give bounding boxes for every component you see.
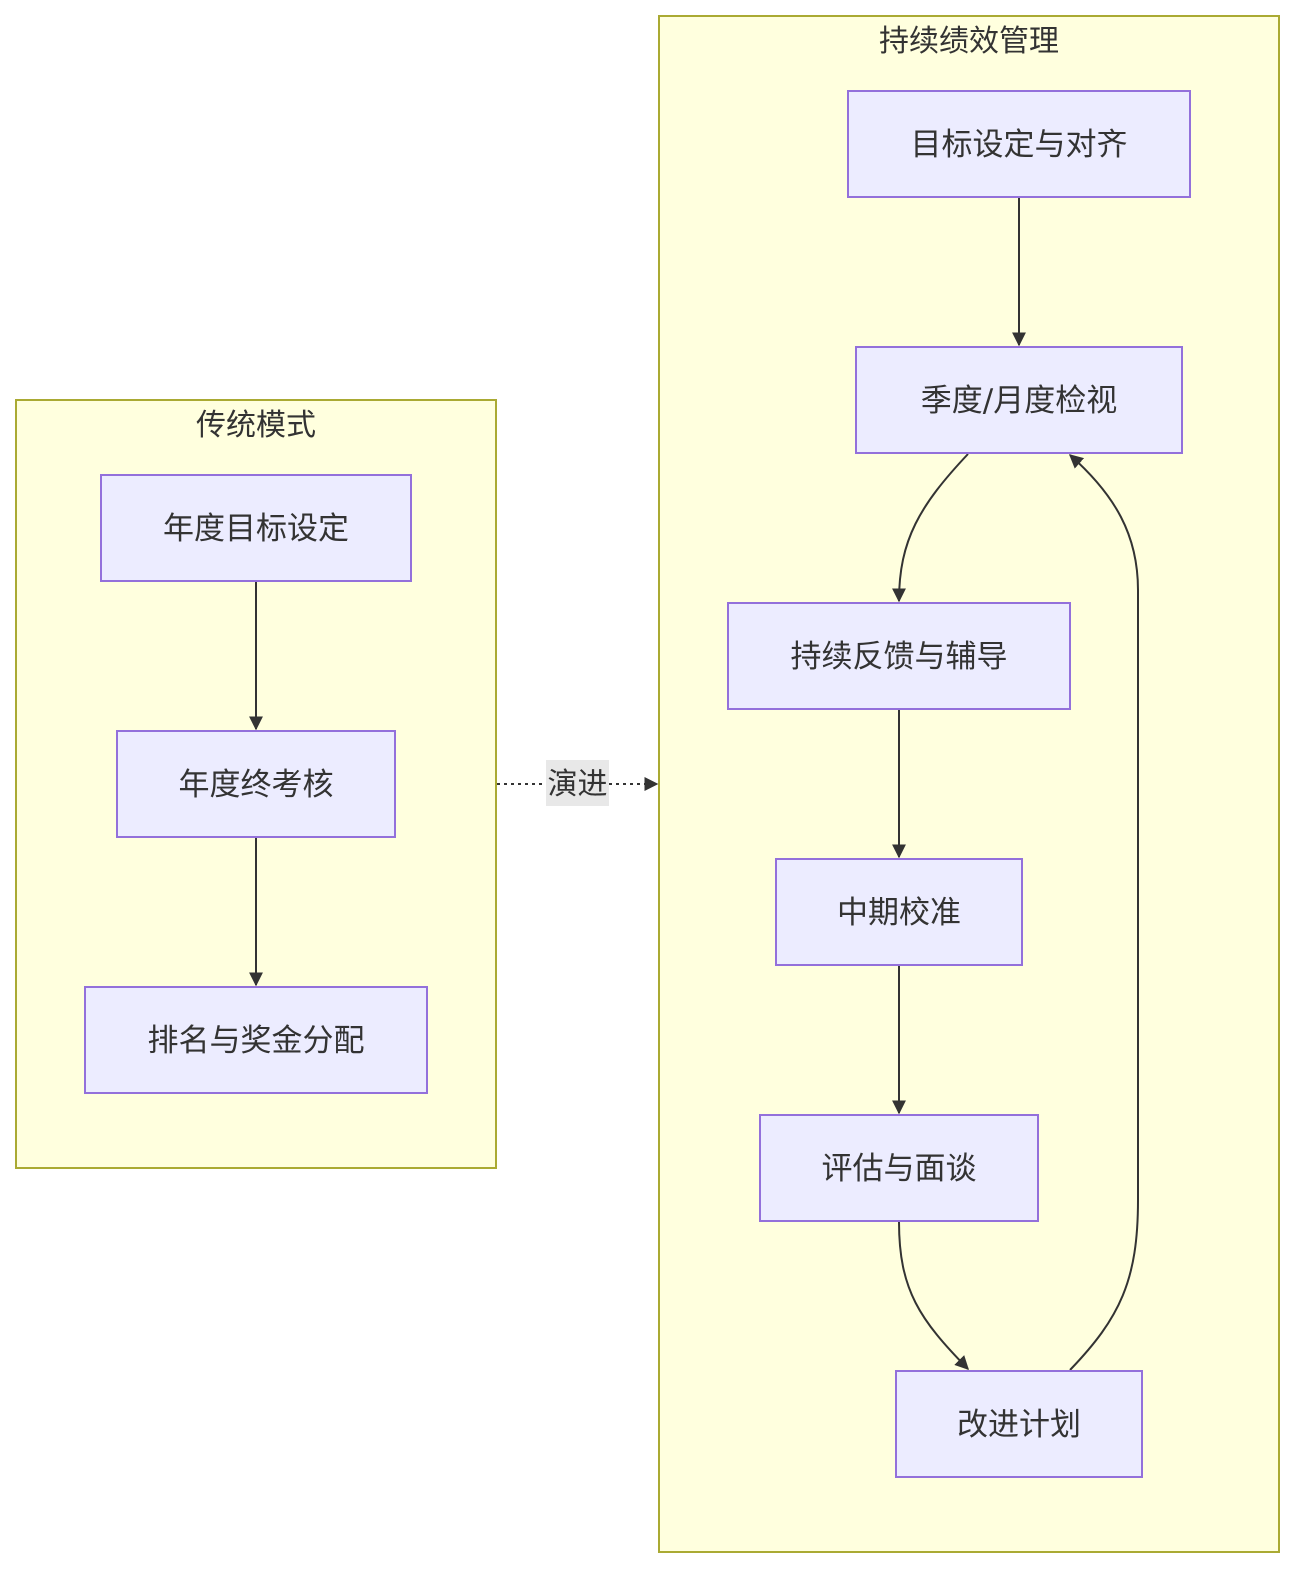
node-annual-review-label: 年度终考核	[179, 767, 334, 803]
node-annual-goal-box	[100, 474, 412, 582]
edge-improvement-back-to-periodic-review	[1068, 454, 1139, 1371]
edge-evolution-label-text: 演进	[548, 767, 608, 802]
node-periodic-review: 季度/月度检视	[855, 346, 1183, 454]
node-periodic-review-label: 季度/月度检视	[921, 383, 1117, 419]
edge-evolution-label: 演进	[546, 760, 609, 806]
cluster-traditional-title: 传统模式	[196, 408, 316, 443]
node-goal-alignment-box	[847, 90, 1191, 198]
node-annual-goal: 年度目标设定	[100, 474, 412, 582]
cluster-continuous-title: 持续绩效管理	[879, 24, 1059, 59]
node-annual-review-box	[116, 730, 396, 838]
node-evaluation-talk: 评估与面谈	[759, 1114, 1039, 1222]
node-evaluation-talk-box	[759, 1114, 1039, 1222]
node-annual-goal-label: 年度目标设定	[163, 511, 349, 547]
node-annual-review: 年度终考核	[116, 730, 396, 838]
node-ranking-bonus: 排名与奖金分配	[84, 986, 428, 1094]
node-feedback-coaching-label: 持续反馈与辅导	[791, 639, 1008, 675]
edge-evolution-label-bg	[546, 760, 609, 806]
node-ranking-bonus-label: 排名与奖金分配	[148, 1023, 365, 1059]
node-feedback-coaching: 持续反馈与辅导	[727, 602, 1071, 710]
node-ranking-bonus-box	[84, 986, 428, 1094]
node-goal-alignment-label: 目标设定与对齐	[911, 127, 1128, 163]
cluster-continuous-box	[658, 15, 1280, 1553]
node-mid-calibration-label: 中期校准	[837, 895, 961, 931]
node-improvement-plan-label: 改进计划	[957, 1407, 1081, 1443]
node-feedback-coaching-box	[727, 602, 1071, 710]
node-improvement-plan: 改进计划	[895, 1370, 1143, 1478]
edge-periodic-review-to-feedback	[892, 453, 969, 603]
edge-evaluation-to-improvement	[898, 1221, 969, 1371]
cluster-continuous: 持续绩效管理	[658, 15, 1280, 1553]
node-evaluation-talk-label: 评估与面谈	[822, 1151, 977, 1187]
node-improvement-plan-box	[895, 1370, 1143, 1478]
node-periodic-review-box	[855, 346, 1183, 454]
node-mid-calibration-box	[775, 858, 1023, 966]
node-goal-alignment: 目标设定与对齐	[847, 90, 1191, 198]
node-mid-calibration: 中期校准	[775, 858, 1023, 966]
